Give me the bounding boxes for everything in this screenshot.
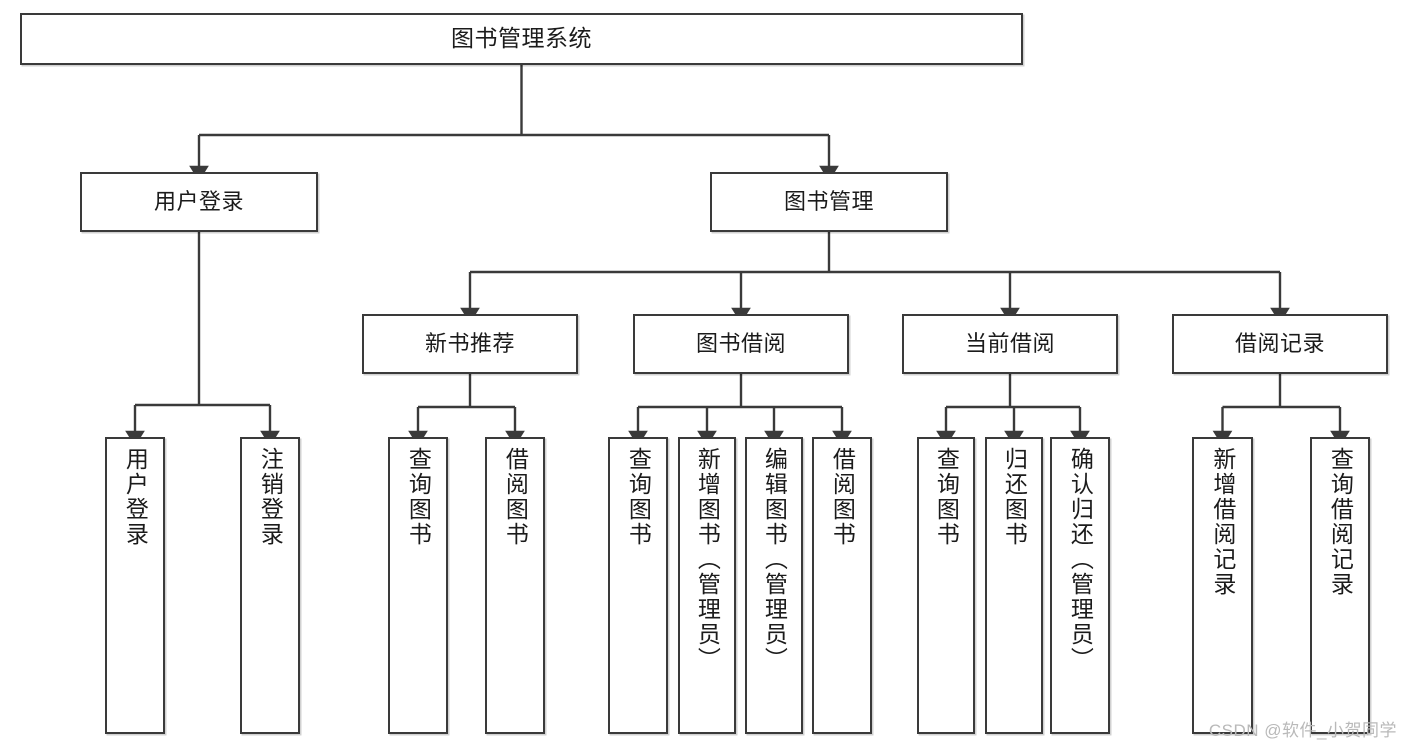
- node-leaf-query-book-current-label: 查询图书: [933, 447, 960, 547]
- node-leaf-borrow-book-rec[interactable]: 借阅图书: [485, 437, 545, 734]
- node-leaf-query-book-rec[interactable]: 查询图书: [388, 437, 448, 734]
- node-user-login[interactable]: 用户登录: [80, 172, 318, 232]
- node-new-book-rec[interactable]: 新书推荐: [362, 314, 578, 374]
- node-leaf-query-book-borrow-label: 查询图书: [625, 447, 652, 547]
- node-leaf-logout[interactable]: 注销登录: [240, 437, 300, 734]
- node-leaf-add-book[interactable]: 新增图书（管理员）: [678, 437, 736, 734]
- node-leaf-query-book-borrow[interactable]: 查询图书: [608, 437, 668, 734]
- edges: [125, 65, 1350, 447]
- node-leaf-confirm-return-label: 确认归还（管理员）: [1067, 447, 1094, 672]
- node-leaf-add-record-label: 新增借阅记录: [1209, 447, 1236, 597]
- node-borrow-record[interactable]: 借阅记录: [1172, 314, 1388, 374]
- node-leaf-edit-book-label: 编辑图书（管理员）: [761, 447, 788, 672]
- node-leaf-return-book[interactable]: 归还图书: [985, 437, 1043, 734]
- node-leaf-borrow-book[interactable]: 借阅图书: [812, 437, 872, 734]
- watermark: CSDN @软件_小贺同学: [1208, 721, 1397, 740]
- node-root[interactable]: 图书管理系统: [20, 13, 1023, 65]
- node-book-manage-label: 图书管理: [783, 188, 874, 214]
- node-book-borrow-label: 图书借阅: [695, 330, 786, 356]
- node-book-manage[interactable]: 图书管理: [710, 172, 948, 232]
- node-current-borrow[interactable]: 当前借阅: [902, 314, 1118, 374]
- node-leaf-query-record-label: 查询借阅记录: [1327, 447, 1354, 597]
- node-leaf-logout-label: 注销登录: [257, 447, 284, 547]
- node-user-login-label: 用户登录: [153, 188, 244, 214]
- node-borrow-record-label: 借阅记录: [1234, 330, 1325, 356]
- node-leaf-user-login-label: 用户登录: [122, 447, 149, 547]
- node-leaf-return-book-label: 归还图书: [1001, 447, 1028, 547]
- node-root-label: 图书管理系统: [451, 25, 592, 52]
- node-leaf-borrow-book-label: 借阅图书: [829, 447, 856, 547]
- node-current-borrow-label: 当前借阅: [964, 330, 1055, 356]
- node-leaf-borrow-book-rec-label: 借阅图书: [502, 447, 529, 547]
- node-leaf-user-login[interactable]: 用户登录: [105, 437, 165, 734]
- node-leaf-add-book-label: 新增图书（管理员）: [694, 447, 721, 672]
- node-new-book-rec-label: 新书推荐: [424, 330, 515, 356]
- node-leaf-query-record[interactable]: 查询借阅记录: [1310, 437, 1370, 734]
- node-leaf-add-record[interactable]: 新增借阅记录: [1192, 437, 1253, 734]
- node-leaf-query-book-rec-label: 查询图书: [405, 447, 432, 547]
- node-book-borrow[interactable]: 图书借阅: [633, 314, 849, 374]
- node-leaf-edit-book[interactable]: 编辑图书（管理员）: [745, 437, 803, 734]
- node-leaf-confirm-return[interactable]: 确认归还（管理员）: [1050, 437, 1110, 734]
- node-leaf-query-book-current[interactable]: 查询图书: [917, 437, 975, 734]
